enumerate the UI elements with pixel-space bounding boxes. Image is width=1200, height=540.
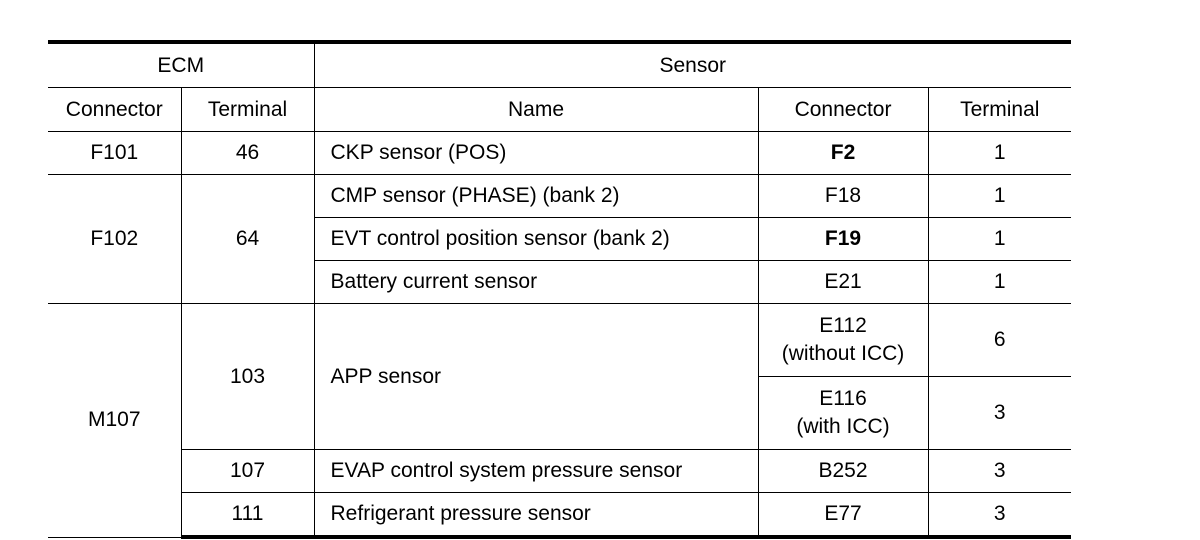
sensor-terminal-cell: 3	[927, 492, 1072, 539]
sensor-name-cell: Refrigerant pressure sensor	[313, 492, 759, 539]
sensor-connector-cell: E116 (with ICC)	[757, 376, 929, 450]
sensor-connector-cell: F18	[757, 174, 929, 218]
sensor-name-cell: EVT control position sensor (bank 2)	[313, 217, 759, 261]
sensor-connector-cell: F19	[757, 217, 929, 261]
column-header-row: Connector Terminal Name Connector Termin…	[48, 87, 1072, 132]
sensor-name-cell: Battery current sensor	[313, 260, 759, 304]
sensor-name-cell: CKP sensor (POS)	[313, 131, 759, 175]
table-row: M107 103 APP sensor E112 (without ICC) 6	[48, 303, 1072, 538]
connector-id: E112	[819, 314, 867, 337]
ecm-connector-header: Connector	[48, 87, 182, 132]
ecm-terminal-cell: 103	[180, 303, 315, 450]
connector-note: (without ICC)	[781, 342, 905, 365]
table-row: Battery current sensor E21 1	[48, 260, 1072, 304]
ecm-terminal-cell: 46	[180, 131, 315, 175]
sensor-terminal-header: Terminal	[927, 87, 1072, 132]
ecm-connector-cell: F102	[48, 174, 182, 304]
sensor-connector-cell: E112 (without ICC)	[757, 303, 929, 377]
ecm-terminal-header: Terminal	[180, 87, 315, 132]
table-row: F101 46 CKP sensor (POS) F2 1	[48, 131, 1072, 175]
ecm-terminal-cell: 107	[180, 449, 315, 493]
ecm-sensor-connector-table: ECM Sensor Connector Terminal Name Conne…	[48, 40, 1072, 539]
ecm-connector-cell: F101	[48, 131, 182, 175]
connector-note: (with ICC)	[796, 415, 890, 438]
sensor-name-cell: CMP sensor (PHASE) (bank 2)	[313, 174, 759, 218]
sensor-connector-cell: E77	[757, 492, 929, 539]
sensor-connector-cell: E21	[757, 260, 929, 304]
table-row: 111 Refrigerant pressure sensor E77 3	[48, 492, 1072, 539]
sensor-name-cell: EVAP control system pressure sensor	[313, 449, 759, 493]
ecm-terminal-cell: 111	[180, 492, 315, 539]
sensor-terminal-cell: 6	[927, 303, 1072, 377]
ecm-group-header: ECM	[48, 40, 315, 88]
sensor-terminal-cell: 3	[927, 376, 1072, 450]
table-row: F102 64 CMP sensor (PHASE) (bank 2) F18 …	[48, 174, 1072, 304]
ecm-connector-cell: M107	[48, 303, 182, 538]
sensor-connector-cell: B252	[757, 449, 929, 493]
sensor-terminal-cell: 1	[927, 260, 1072, 304]
connector-id: E116	[819, 387, 867, 410]
sensor-name-cell: APP sensor	[313, 303, 759, 450]
sensor-name-header: Name	[313, 87, 759, 132]
sensor-terminal-cell: 3	[927, 449, 1072, 493]
group-header-row: ECM Sensor	[48, 40, 1072, 88]
ecm-terminal-cell: 64	[180, 174, 315, 304]
table-row: 107 EVAP control system pressure sensor …	[48, 449, 1072, 493]
sensor-connector-cell: F2	[757, 131, 929, 175]
sensor-connector-header: Connector	[757, 87, 929, 132]
sensor-terminal-cell: 1	[927, 131, 1072, 175]
sensor-terminal-cell: 1	[927, 217, 1072, 261]
sensor-group-header: Sensor	[313, 40, 1072, 88]
sensor-terminal-cell: 1	[927, 174, 1072, 218]
